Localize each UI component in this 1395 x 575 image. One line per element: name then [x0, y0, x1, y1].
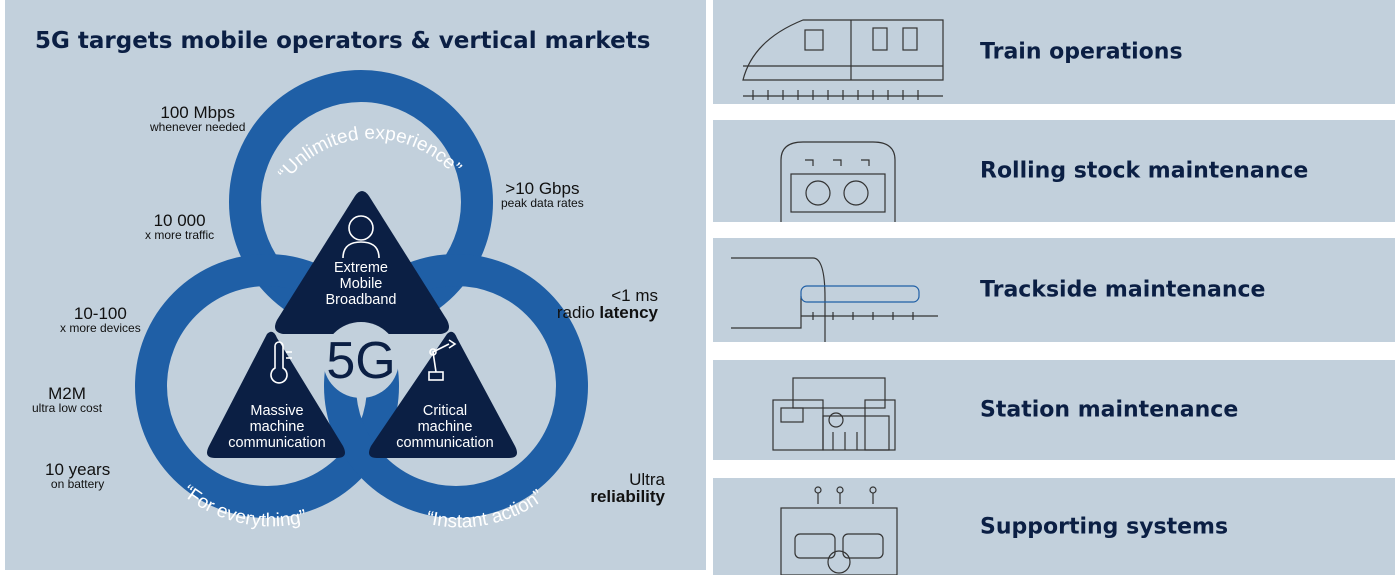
callout-10years: 10 years on battery: [45, 461, 110, 490]
mmc-line-3: communication: [228, 435, 326, 451]
person-icon: [342, 215, 380, 259]
callout-latency: <1 ms radio latency: [533, 287, 658, 321]
left-panel: 5G targets mobile operators & vertical m…: [5, 0, 706, 570]
callout-big: 10 000: [153, 211, 206, 230]
embb-line-2: Mobile: [340, 276, 383, 292]
row-label: Rolling stock maintenance: [980, 158, 1309, 184]
station-building-icon: [772, 377, 896, 451]
callout-10000: 10 000 x more traffic: [145, 212, 214, 241]
callout-big: 10 years: [45, 460, 111, 479]
callout-small: on battery: [50, 477, 105, 491]
callout-big: 10-100: [73, 304, 127, 323]
callout-small: peak data rates: [501, 196, 584, 210]
center-disc: [323, 322, 399, 398]
callout-line2-bold: reliability: [590, 487, 665, 506]
callout-100mbps: 100 Mbps whenever needed: [150, 104, 245, 133]
callout-m2m: M2M ultra low cost: [32, 385, 102, 414]
triangle-cmc: [369, 331, 517, 458]
row-label: Train operations: [980, 39, 1183, 65]
callout-big: M2M: [48, 384, 86, 403]
callout-small: ultra low cost: [32, 401, 103, 415]
triangle-mmc: [207, 331, 345, 458]
depot-icon: [780, 141, 896, 222]
callout-10-100: 10-100 x more devices: [60, 305, 141, 334]
callout-small: x more devices: [60, 321, 141, 335]
callout-10gbps: >10 Gbps peak data rates: [501, 180, 584, 209]
callout-small: whenever needed: [150, 120, 246, 134]
callout-big: 100 Mbps: [160, 103, 236, 122]
thermometer-icon: [270, 341, 292, 384]
embb-line-3: Broadband: [326, 292, 397, 308]
row-rolling-stock: Rolling stock maintenance: [713, 120, 1395, 222]
robot-arm-icon: [428, 339, 457, 381]
triangles: [207, 191, 517, 458]
row-label: Trackside maintenance: [980, 277, 1266, 303]
row-label: Supporting systems: [980, 514, 1229, 539]
triangle-embb: [275, 191, 449, 334]
row-supporting: Supporting systems: [713, 478, 1395, 575]
row-trackside: Trackside maintenance: [713, 238, 1395, 342]
callout-big: >10 Gbps: [505, 179, 580, 198]
tunnel-train-icon: [731, 257, 938, 342]
callout-line2-pre: radio: [556, 303, 600, 322]
callout-reliability: Ultra reliability: [565, 471, 665, 505]
callout-small: x more traffic: [145, 228, 215, 242]
mmc-line-2: machine: [250, 419, 305, 435]
train-interior-icon: [742, 19, 944, 100]
embb-line-1: Extreme: [334, 260, 388, 276]
row-label: Station maintenance: [980, 397, 1239, 423]
control-room-icon: [780, 486, 898, 575]
cmc-line-3: communication: [396, 435, 494, 451]
callout-line2-bold: latency: [599, 303, 658, 322]
row-train-operations: Train operations: [713, 0, 1395, 104]
5g-venn-diagram: 5G Extreme Mobile Broadband Massive mach…: [135, 70, 588, 532]
row-station: Station maintenance: [713, 360, 1395, 460]
callout-line1: <1 ms: [611, 286, 658, 305]
callout-line1: Ultra: [629, 470, 665, 489]
cmc-line-1: Critical: [423, 403, 467, 419]
cmc-line-2: machine: [418, 419, 473, 435]
panel-title: 5G targets mobile operators & vertical m…: [35, 28, 651, 54]
mmc-line-1: Massive: [250, 403, 303, 419]
center-5g-label: 5G: [326, 332, 395, 390]
